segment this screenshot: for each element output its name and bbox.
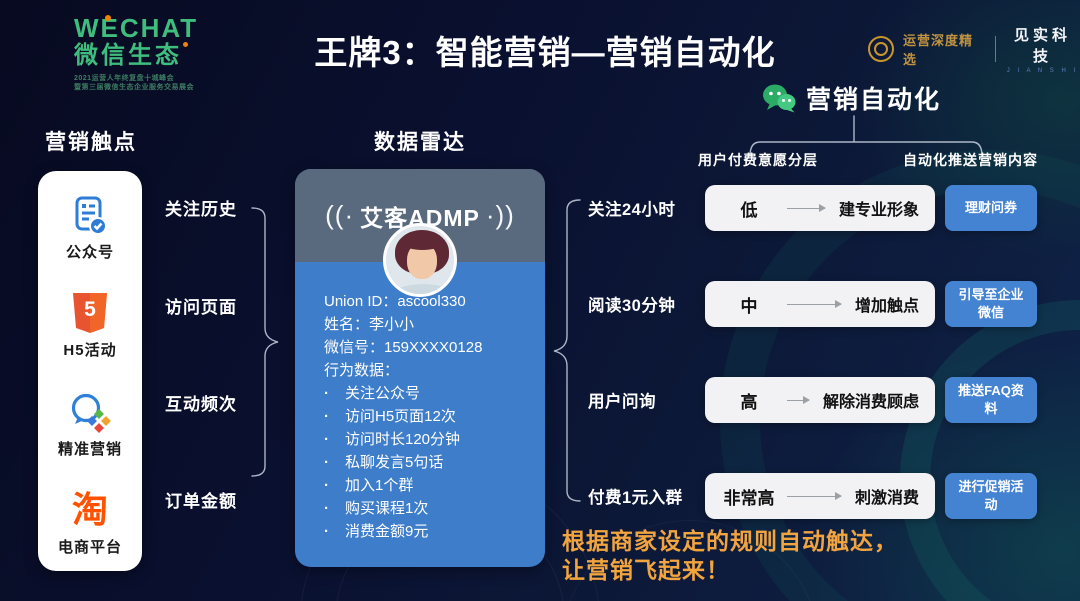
footer-line-2: 让营销飞起来！: [562, 557, 730, 583]
behavior-item: 访问时长120分钟: [324, 428, 531, 451]
intent-level: 中: [740, 296, 758, 316]
partner-right-name: 见实科技: [1013, 27, 1071, 65]
profile-name: 姓名：李小小: [324, 316, 415, 333]
signal-wave-left: ((·: [325, 200, 355, 230]
strategy-label: 增加触点: [854, 298, 919, 315]
user-avatar: [383, 223, 457, 297]
automation-row-1: 关注24小时 低 建专业形象 理财问券: [588, 185, 1048, 231]
strategy-label: 解除消费顾虑: [822, 394, 919, 411]
user-profile: Union ID：ascool330 姓名：李小小 微信号：159XXXX012…: [295, 290, 545, 543]
official-account-icon: [68, 193, 112, 237]
footer-line-1: 根据商家设定的规则自动触达，: [562, 528, 898, 554]
push-button-promotion[interactable]: 进行促销活动: [945, 473, 1037, 519]
strategy-label: 刺激消费: [854, 490, 919, 507]
automation-row-3: 用户问询 高 解除消费顾虑 推送FAQ资料: [588, 377, 1048, 423]
behavior-item: 消费金额9元: [324, 520, 531, 543]
behavior-label-page-visits: 访问页面: [165, 298, 237, 317]
automation-title: 营销自动化: [762, 80, 941, 116]
push-button-guide-wecom[interactable]: 引导至企业微信: [945, 281, 1037, 327]
top-bracket-connector: [749, 115, 983, 157]
touchpoint-label: 电商平台: [57, 538, 122, 556]
event-tagline: 2021运营人年终复盘十城峰会 暨第三届微信生态企业服务交易展会: [74, 75, 194, 91]
arrow-right-icon: [787, 300, 842, 308]
wechat-eco-cn: 微信生态: [74, 42, 198, 70]
rule-box: 高 解除消费顾虑: [705, 377, 935, 423]
wecom-chat-icon: [68, 390, 112, 434]
touchpoint-h5: 5 H5活动: [38, 291, 142, 360]
admp-card: ((· 艾客ADMP ·)) Union ID：ascool330 姓名：李小小…: [295, 169, 545, 567]
intent-level: 低: [740, 200, 758, 220]
wechat-logo-text: WECHAT: [74, 13, 199, 43]
intent-level: 非常高: [723, 488, 775, 508]
left-brace-connector: [251, 207, 279, 477]
h5-icon: 5: [68, 291, 112, 335]
arrow-right-icon: [787, 492, 842, 500]
behavior-item: 访问H5页面12次: [324, 405, 531, 428]
column-header-payment-intent: 用户付费意愿分层: [698, 152, 818, 168]
h5-number: 5: [84, 298, 96, 322]
section-title-data-radar: 数据雷达: [374, 131, 466, 154]
taobao-icon: 淘: [71, 488, 108, 530]
trigger-label: 付费1元入群: [588, 489, 683, 507]
signal-wave-right: ·)): [485, 200, 515, 230]
partner-divider: [994, 36, 996, 62]
rule-box: 非常高 刺激消费: [705, 473, 935, 519]
rule-box: 低 建专业形象: [705, 185, 935, 231]
profile-wechat-no: 微信号：159XXXX0128: [324, 339, 483, 356]
behavior-item: 关注公众号: [324, 382, 531, 405]
automation-row-2: 阅读30分钟 中 增加触点 引导至企业微信: [588, 281, 1048, 327]
arrow-right-icon: [787, 396, 810, 404]
push-button-faq[interactable]: 推送FAQ资料: [945, 377, 1037, 423]
profile-union-id: Union ID：ascool330: [324, 293, 466, 310]
partner-right: 见实科技 J I A N S H I: [1005, 24, 1080, 74]
intent-level: 高: [740, 392, 758, 412]
column-header-auto-push: 自动化推送营销内容: [903, 152, 1038, 168]
touchpoint-official-account: 公众号: [38, 193, 142, 262]
automation-row-4: 付费1元入群 非常高 刺激消费 进行促销活动: [588, 473, 1048, 519]
operator-selection-icon: [868, 36, 894, 62]
partner-logos: 运营深度精选 见实科技 J I A N S H I: [868, 24, 1080, 74]
touchpoint-ecommerce: 淘 电商平台: [38, 488, 142, 557]
touchpoint-label: H5活动: [63, 342, 117, 360]
partner-right-sub: J I A N S H I: [1006, 68, 1079, 74]
profile-behavior-heading: 行为数据：: [324, 362, 400, 379]
trigger-label: 阅读30分钟: [588, 297, 676, 315]
behavior-item: 购买课程1次: [324, 497, 531, 520]
touchpoint-precise-marketing: 精准营销: [38, 390, 142, 459]
avatar-shoulder: [393, 284, 453, 294]
logo-orange-dot-2: [183, 42, 188, 47]
wechat-eco-logo: WECHAT 微信生态 2021运营人年终复盘十城峰会 暨第三届微信生态企业服务…: [74, 14, 198, 92]
behavior-item: 私聊发言5句话: [324, 451, 531, 474]
footer-note: 根据商家设定的规则自动触达， 让营销飞起来！: [562, 527, 898, 585]
behavior-label-order-amount: 订单金额: [165, 492, 237, 511]
push-button-financial-survey[interactable]: 理财问券: [945, 185, 1037, 231]
rule-box: 中 增加触点: [705, 281, 935, 327]
touchpoints-card: 公众号 5 H5活动: [38, 171, 142, 571]
page-title: 王牌3：智能营销—营销自动化: [314, 34, 776, 71]
logo-orange-dot: [105, 15, 111, 21]
right-brace-connector: [553, 199, 581, 502]
touchpoint-label: 公众号: [65, 244, 114, 261]
partner-left-name: 运营深度精选: [903, 33, 974, 67]
behavior-label-interaction-freq: 互动频次: [165, 395, 237, 414]
behavior-label-follow-history: 关注历史: [165, 200, 237, 219]
arrow-right-icon: [787, 204, 826, 212]
avatar-fringe: [404, 238, 441, 250]
touchpoint-label: 精准营销: [57, 440, 122, 458]
wechat-icon: [763, 84, 796, 113]
trigger-label: 用户问询: [588, 393, 656, 411]
behavior-item: 加入1个群: [324, 474, 531, 497]
strategy-label: 建专业形象: [838, 202, 919, 219]
bg-teal-ring-small: [900, 300, 1080, 601]
trigger-label: 关注24小时: [588, 201, 676, 219]
section-title-touchpoints: 营销触点: [45, 131, 137, 154]
automation-title-text: 营销自动化: [806, 86, 942, 114]
